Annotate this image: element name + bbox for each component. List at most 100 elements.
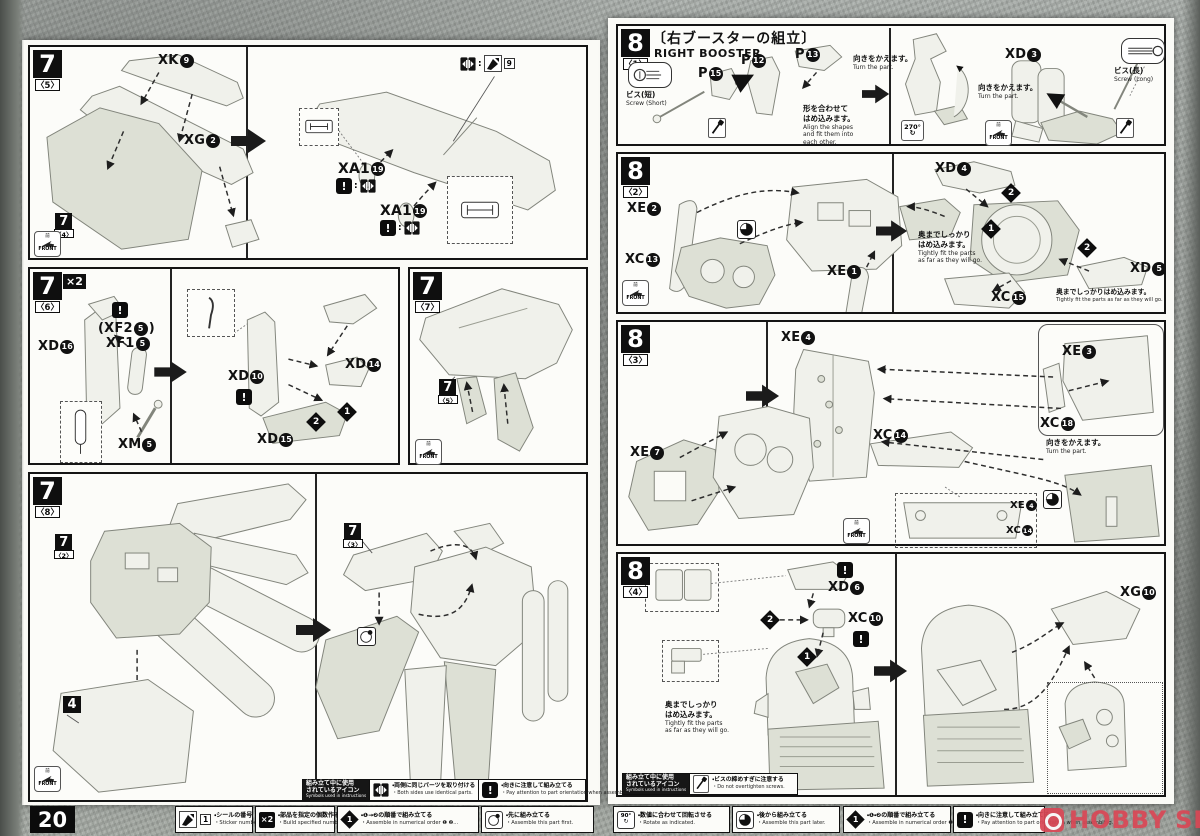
subassembly-ref-7-2: 7 〈2〉: [54, 534, 74, 560]
caution-bothsides-pair: ! :: [380, 220, 420, 236]
footer-legend-later: ・後から組み立てる・Assemble this part later.: [732, 806, 840, 833]
front-icon: 前 FRONT: [843, 518, 870, 544]
footer-legend-orientation: ! ・向きに注意して組み立てる・Pay attention to part or…: [953, 806, 1113, 833]
step-7-7-box: 7 〈7〉 7 〈5〉 前 FRONT: [408, 267, 588, 465]
turn-note: 向きをかえます。 Turn the part.: [1046, 438, 1106, 455]
screw-long-label: ビス(長) Screw (Long): [1114, 66, 1154, 83]
hobbysearch-watermark: HOBBYSEARCH: [1040, 806, 1200, 834]
front-icon: 前 FRONT: [34, 231, 61, 257]
legend-header: 組み立て中に使用 されているアイコン Symbols used in instr…: [623, 774, 690, 794]
legend-both-sides: ・両側に同じパーツを取り付ける・Both sides use identical…: [369, 780, 478, 800]
step-8-1-box: 8 〈1〉 〔右ブースターの組立〕 RIGHT BOOSTER ビス(短) Sc…: [616, 24, 1166, 146]
step-title-japanese: 〔右ブースターの組立〕: [652, 31, 817, 47]
front-icon: 前 FRONT: [415, 439, 442, 465]
detail-callout: [299, 108, 339, 146]
screw-short-label: ビス(短) Screw (Short): [626, 90, 667, 107]
transition-arrow: [862, 82, 890, 110]
step-header-8-3: 8 〈3〉: [621, 325, 650, 366]
order-marker-icon: 1: [340, 810, 359, 829]
caution-icon: !: [112, 302, 128, 318]
assemble-first-icon: [357, 627, 376, 646]
sticker-number-sample: 1: [200, 814, 212, 825]
transition-arrow: [231, 127, 267, 159]
footer-legend-x2: ×2 ・部品を指定の個数作る・Build specified number of…: [255, 806, 366, 833]
transition-arrow: [876, 218, 908, 248]
tight-fit-note: 奥までしっかり はめ込みます。 Tightly fit the parts as…: [665, 700, 729, 735]
step-7-8-box: 7 〈8〉 7 〈2〉 4 前 FRONT 7 〈3〉: [28, 472, 634, 802]
front-icon: 前 FRONT: [34, 766, 61, 792]
caution-icon: !: [837, 562, 853, 578]
legend-screws: ・ビスの締めすぎに注意する・Do not overtighten screws.: [689, 774, 788, 794]
illustration-8-2: [669, 161, 1149, 312]
step-number: 7: [33, 50, 62, 78]
detail-callout: [187, 289, 235, 337]
order-marker-icon: 1: [846, 810, 865, 829]
step-header-7-5: 7 〈5〉: [33, 50, 62, 91]
illustration-7-7: [419, 288, 573, 452]
sticker-icon: [483, 55, 502, 72]
multiply-count-icon: ×2: [259, 811, 275, 828]
illustration-8-3: [628, 335, 1160, 543]
subassembly-ref-7-5: 7 〈5〉: [438, 379, 458, 405]
step-header-8-4: 8 〈4〉: [621, 557, 650, 598]
step-substep: 〈5〉: [35, 79, 60, 91]
step-header-7-6: 7 〈6〉: [33, 272, 62, 313]
caution-bothsides-pair: ! :: [336, 178, 376, 194]
assemble-later-icon: [737, 220, 756, 239]
footer-legend-rotate: 90° ↻ ・数値に合わせて回転させる・Rotate as indicated.: [613, 806, 730, 833]
turn-note: 向きをかえます。 Turn the part.: [978, 83, 1038, 100]
caution-icon: !: [853, 631, 869, 647]
screwdriver-caution-icon: [708, 118, 726, 138]
caution-icon: !: [336, 178, 352, 194]
rotate-270-icon: 270°↻: [901, 120, 924, 141]
subpanel-frame: [1038, 324, 1164, 436]
transition-arrow: [874, 657, 908, 689]
caution-icon: !: [380, 220, 396, 236]
screwdriver-caution-icon: [1116, 118, 1134, 138]
tight-fit-note-inline: 奥までしっかりはめ込みます。 Tightly fit the parts as …: [1056, 288, 1163, 303]
legend-orientation: ! ・向きに注意して組み立てる・Pay attention to part or…: [478, 780, 636, 800]
transition-arrow: [154, 359, 188, 389]
symbols-legend-bar: 組み立て中に使用 されているアイコン Symbols used in instr…: [622, 773, 798, 795]
detail-callout: [645, 563, 719, 612]
front-icon: 前 FRONT: [622, 280, 649, 306]
hobbysearch-logo-mark: [1040, 808, 1064, 832]
footer-legend-order: 1 ・❶→❷の順番で組み立てる・Assemble in numerical or…: [337, 806, 479, 833]
screw-long-icon: [1121, 38, 1165, 64]
both-sides-icon: [404, 220, 420, 236]
screwdriver-caution-icon: [693, 775, 710, 793]
rotate-icon: 90° ↻: [617, 810, 635, 829]
tight-fit-note: 奥までしっかり はめ込みます。 Tightly fit the parts as…: [918, 230, 982, 265]
footer-legend-sticker: 1 ・シールの番号・Sticker number: [175, 806, 259, 833]
subassembly-ref-7-4: 7 〈4〉: [54, 213, 74, 239]
colon: :: [478, 58, 482, 69]
assemble-later-icon: [1043, 490, 1062, 509]
